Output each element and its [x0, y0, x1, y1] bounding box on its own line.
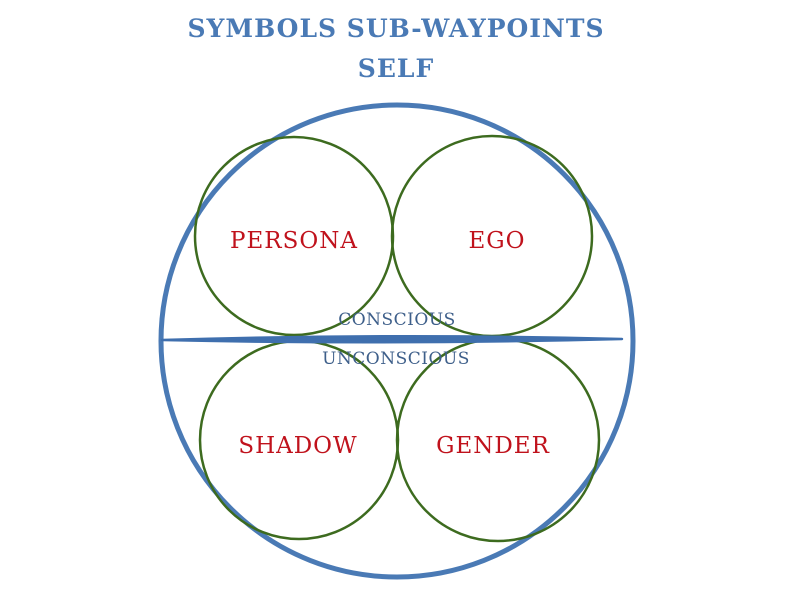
self-outer-circle [158, 102, 636, 580]
shadow-label: SHADOW [238, 433, 357, 459]
unconscious-label: UNCONSCIOUS [322, 349, 470, 369]
gender-label: GENDER [436, 433, 550, 459]
ego-label: EGO [468, 228, 525, 254]
persona-label: PERSONA [230, 228, 358, 254]
conscious-label: CONSCIOUS [338, 310, 456, 330]
diagram-subtitle: SELF [357, 54, 435, 83]
conscious-divider [160, 334, 624, 344]
diagram-title: SYMBOLS SUB-WAYPOINTS [187, 14, 605, 43]
